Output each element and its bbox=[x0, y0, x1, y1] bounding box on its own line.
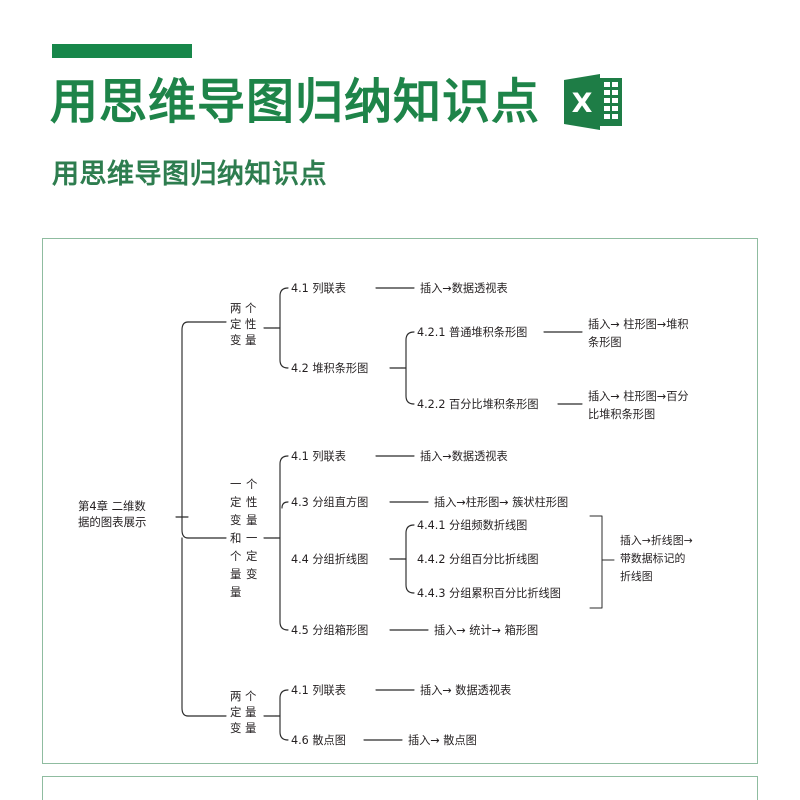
b2-rc-4: 和 bbox=[230, 531, 241, 545]
branch3-fork bbox=[279, 689, 289, 741]
title-row: 用思维导图归纳知识点 X bbox=[50, 68, 750, 136]
b2-lc-2: 性 bbox=[246, 495, 257, 509]
b2-rc-1: 一 bbox=[230, 477, 241, 491]
b3-r2c1: 定 bbox=[230, 705, 241, 719]
b2-rc-3: 变 bbox=[230, 513, 241, 527]
item-4-2-2-label: 4.2.2 百分比堆积条形图 bbox=[417, 397, 539, 411]
item-4-1-c-label: 4.1 列联表 bbox=[291, 683, 346, 697]
b1-r3c1: 变 bbox=[230, 333, 241, 347]
page-subtitle: 用思维导图归纳知识点 bbox=[52, 159, 327, 190]
b2-rc-7: 量 bbox=[230, 585, 241, 599]
item-4-6-label: 4.6 散点图 bbox=[291, 733, 346, 747]
b2-rc-5: 个 bbox=[230, 549, 242, 563]
item-4-5-label: 4.5 分组箱形图 bbox=[291, 623, 368, 637]
item-4-3-label: 4.3 分组直方图 bbox=[291, 495, 368, 509]
item-4-2-1-label: 4.2.1 普通堆积条形图 bbox=[417, 325, 527, 339]
branch2-fork bbox=[279, 455, 289, 631]
b3-r3c1: 变 bbox=[230, 721, 241, 735]
item-4-4-group-action-l2: 带数据标记的 bbox=[620, 551, 685, 565]
item-4-2-label: 4.2 堆积条形图 bbox=[291, 361, 368, 375]
item-4-4-group-bracket bbox=[589, 515, 603, 609]
root-label-line2: 据的图表展示 bbox=[78, 515, 146, 529]
b2-lc-1: 个 bbox=[246, 477, 258, 491]
item-4-2-1-action-l1: 插入→ 柱形图→堆积 bbox=[588, 317, 689, 331]
b1-r1c1: 两 bbox=[230, 301, 241, 315]
b1-r2c1: 定 bbox=[230, 317, 241, 331]
branch-label-two-quantitative: 两 个 定 量 变 量 bbox=[230, 689, 257, 735]
b1-r3c2: 量 bbox=[245, 333, 256, 347]
b3-r1c2: 个 bbox=[245, 689, 257, 703]
item-4-5-action: 插入→ 统计→ 箱形图 bbox=[434, 623, 538, 637]
b3-r1c1: 两 bbox=[230, 689, 241, 703]
item-4-3-action: 插入→柱形图→ 簇状柱形图 bbox=[434, 495, 568, 509]
trunk-line-upper bbox=[181, 321, 189, 539]
item-4-2-fork bbox=[405, 331, 415, 405]
mindmap-card bbox=[42, 238, 758, 764]
item-4-1-c-action: 插入→ 数据透视表 bbox=[420, 683, 511, 697]
item-4-4-2-label: 4.4.2 分组百分比折线图 bbox=[417, 552, 539, 566]
excel-icon-letter: X bbox=[572, 88, 593, 119]
item-4-6-action: 插入→ 散点图 bbox=[408, 733, 477, 747]
trunk-line-lower bbox=[181, 537, 189, 717]
root-label-line1: 第4章 二维数 bbox=[78, 499, 146, 513]
item-4-2-2-action-l2: 比堆积条形图 bbox=[588, 407, 655, 421]
b2-lc-6: 变 bbox=[246, 567, 257, 581]
item-4-4-1-label: 4.4.1 分组频数折线图 bbox=[417, 518, 527, 532]
item-4-2-2-action-l1: 插入→ 柱形图→百分 bbox=[588, 389, 689, 403]
accent-bar bbox=[52, 44, 192, 58]
b1-r1c2: 个 bbox=[245, 301, 257, 315]
branch1-fork bbox=[279, 287, 289, 369]
item-4-4-group-action-l3: 折线图 bbox=[620, 569, 653, 583]
mindmap-root-node: 第4章 二维数 据的图表展示 bbox=[78, 499, 146, 529]
item-4-1-a-label: 4.1 列联表 bbox=[291, 281, 346, 295]
item-4-2-1-action-l2: 条形图 bbox=[588, 335, 622, 349]
item-4-4-label: 4.4 分组折线图 bbox=[291, 552, 368, 566]
branch-label-two-qualitative: 两 个 定 性 变 量 bbox=[230, 301, 257, 347]
item-4-1-b-action: 插入→数据透视表 bbox=[420, 449, 508, 463]
b2-rc-2: 定 bbox=[230, 495, 241, 509]
page-title: 用思维导图归纳知识点 bbox=[50, 74, 541, 130]
b2-lc-3: 量 bbox=[246, 513, 257, 527]
item-4-4-fork bbox=[405, 524, 415, 594]
b3-r3c2: 量 bbox=[245, 721, 256, 735]
b1-r2c2: 性 bbox=[245, 317, 256, 331]
item-4-1-a-action: 插入→数据透视表 bbox=[420, 281, 508, 295]
branch-label-one-qual-one-quant: 一 定 变 和 个 量 量 个 性 量 一 定 变 bbox=[230, 477, 258, 599]
next-card-frame bbox=[42, 776, 758, 800]
b3-r2c2: 量 bbox=[245, 705, 256, 719]
mindmap-diagram: 第4章 二维数 据的图表展示 两 个 定 性 变 量 4.1 列联表 插入→数据… bbox=[78, 281, 693, 747]
b2-rc-6: 量 bbox=[230, 567, 241, 581]
b2-lc-5: 定 bbox=[246, 549, 257, 563]
excel-icon: X bbox=[564, 74, 623, 130]
item-4-4-3-label: 4.4.3 分组累积百分比折线图 bbox=[417, 586, 561, 600]
item-4-3-hook bbox=[281, 501, 289, 509]
b2-lc-4: 一 bbox=[246, 531, 257, 545]
item-4-4-group-action-l1: 插入→折线图→ bbox=[620, 533, 693, 547]
item-4-1-b-label: 4.1 列联表 bbox=[291, 449, 346, 463]
